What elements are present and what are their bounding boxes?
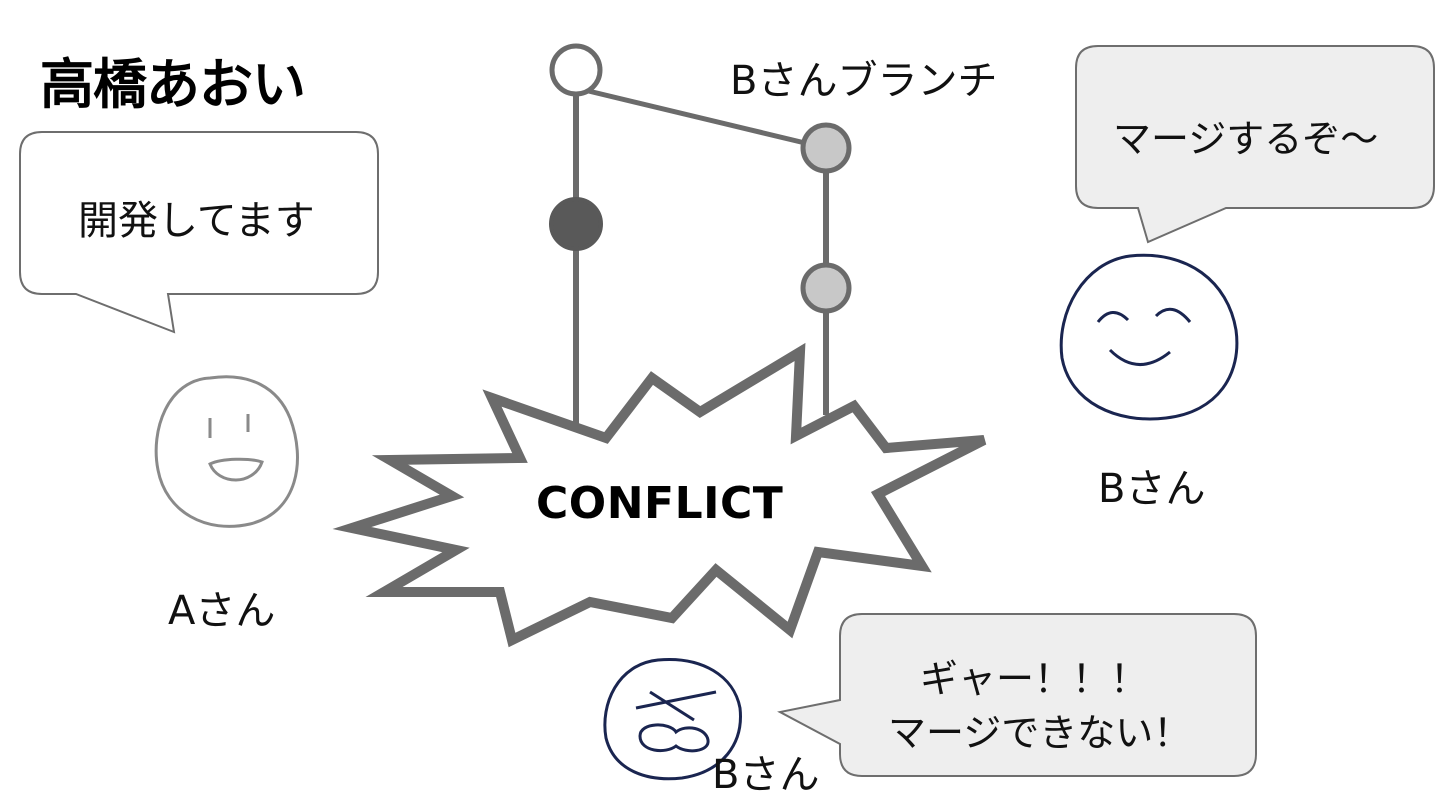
face-a-mouth	[210, 459, 262, 480]
conflict-label: CONFLICT	[536, 478, 783, 529]
speech-bubble-b-merge-text: マージするぞ～	[1113, 108, 1378, 163]
branch-label: Bさんブランチ	[730, 48, 997, 106]
commit-b2	[803, 265, 849, 311]
person-b-happy-label: Bさん	[1098, 456, 1205, 514]
person-a-label: Aさん	[168, 578, 275, 636]
face-b-happy-eye-right	[1156, 309, 1190, 322]
speech-bubble-b-fail-line1: ギャー！！！	[920, 648, 1148, 703]
face-b-happy	[1061, 255, 1237, 419]
author-name: 高橋あおい	[40, 40, 305, 119]
speech-bubble-a-text: 開発してます	[78, 188, 315, 246]
commit-root	[552, 46, 600, 94]
face-b-sad-mouth	[640, 725, 708, 751]
face-a	[156, 377, 297, 527]
face-a-outline	[156, 377, 297, 527]
commit-main	[551, 199, 601, 249]
face-b-happy-eye-left	[1098, 312, 1128, 322]
person-b-sad-label: Bさん	[712, 742, 819, 800]
speech-bubble-b-fail-line2: マージできない！	[888, 702, 1191, 757]
face-b-happy-mouth	[1110, 350, 1170, 365]
commit-b1	[803, 125, 849, 171]
face-b-sad-eye-left	[636, 692, 716, 708]
face-b-happy-outline	[1061, 255, 1237, 419]
